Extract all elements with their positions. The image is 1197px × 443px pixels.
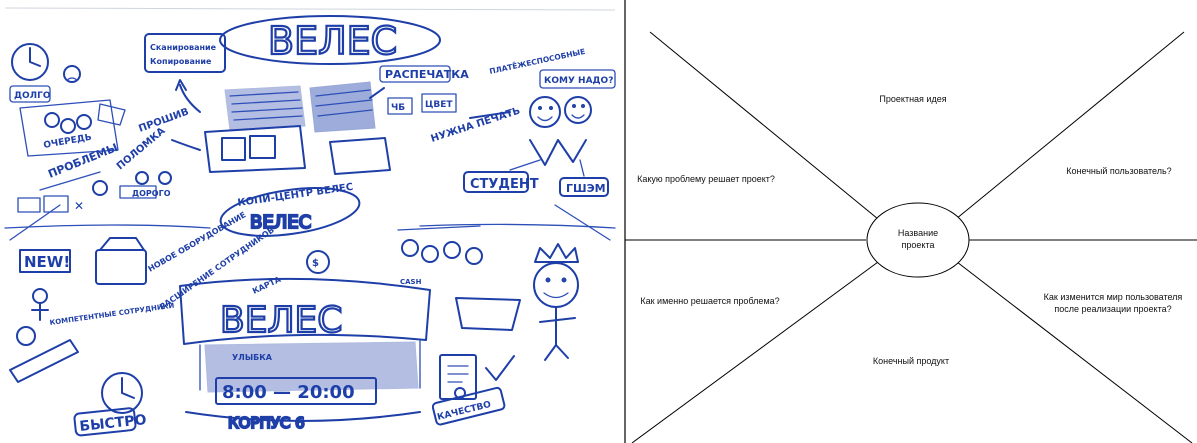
label-project-idea: Проектная идея xyxy=(879,94,946,104)
project-diagram: Название проекта Проектная идея Какую пр… xyxy=(622,0,1197,443)
who-needs-label: КОМУ НАДО? xyxy=(544,76,613,86)
expensive-label: ДОРОГО xyxy=(132,189,171,198)
center-line-1: Название xyxy=(898,228,938,238)
bw-label: ЧБ xyxy=(391,103,405,113)
money-symbol: $ xyxy=(312,258,319,269)
cash-label: CASH xyxy=(400,278,422,286)
label-end-product: Конечный продукт xyxy=(873,356,949,366)
sketch-illustration: ДОЛГО ВЕЛЕС Сканирование Копирование РАС… xyxy=(0,0,620,443)
top-title: ВЕЛЕС xyxy=(268,19,397,63)
slow-label: ДОЛГО xyxy=(14,91,51,101)
label-solution: Как именно решается проблема? xyxy=(640,296,779,306)
center-velis: ВЕЛЕС xyxy=(250,212,311,233)
print-label: РАСПЕЧАТКА xyxy=(385,68,469,81)
label-change-line-1: Как изменится мир пользователя xyxy=(1044,292,1183,302)
label-problem: Какую проблему решает проект? xyxy=(637,174,775,184)
student-label: СТУДЕНТ xyxy=(470,177,539,192)
label-change-line-2: после реализации проекта? xyxy=(1054,304,1171,314)
cross-mark: ✕ xyxy=(74,199,84,213)
hours-label: 8:00 — 20:00 xyxy=(222,382,355,403)
scan-label: Сканирование xyxy=(150,43,217,52)
gshem-label: ГШЭМ xyxy=(566,182,606,195)
new-label: NEW! xyxy=(24,253,70,271)
building-label: КОРПУС 6 xyxy=(228,414,305,432)
shop-title: ВЕЛЕС xyxy=(220,300,342,341)
label-end-user: Конечный пользователь? xyxy=(1066,166,1171,176)
smile-label: УЛЫБКА xyxy=(232,353,273,362)
center-line-2: проекта xyxy=(902,240,935,250)
color-label: ЦВЕТ xyxy=(425,100,453,110)
copy-label: Копирование xyxy=(150,57,212,66)
